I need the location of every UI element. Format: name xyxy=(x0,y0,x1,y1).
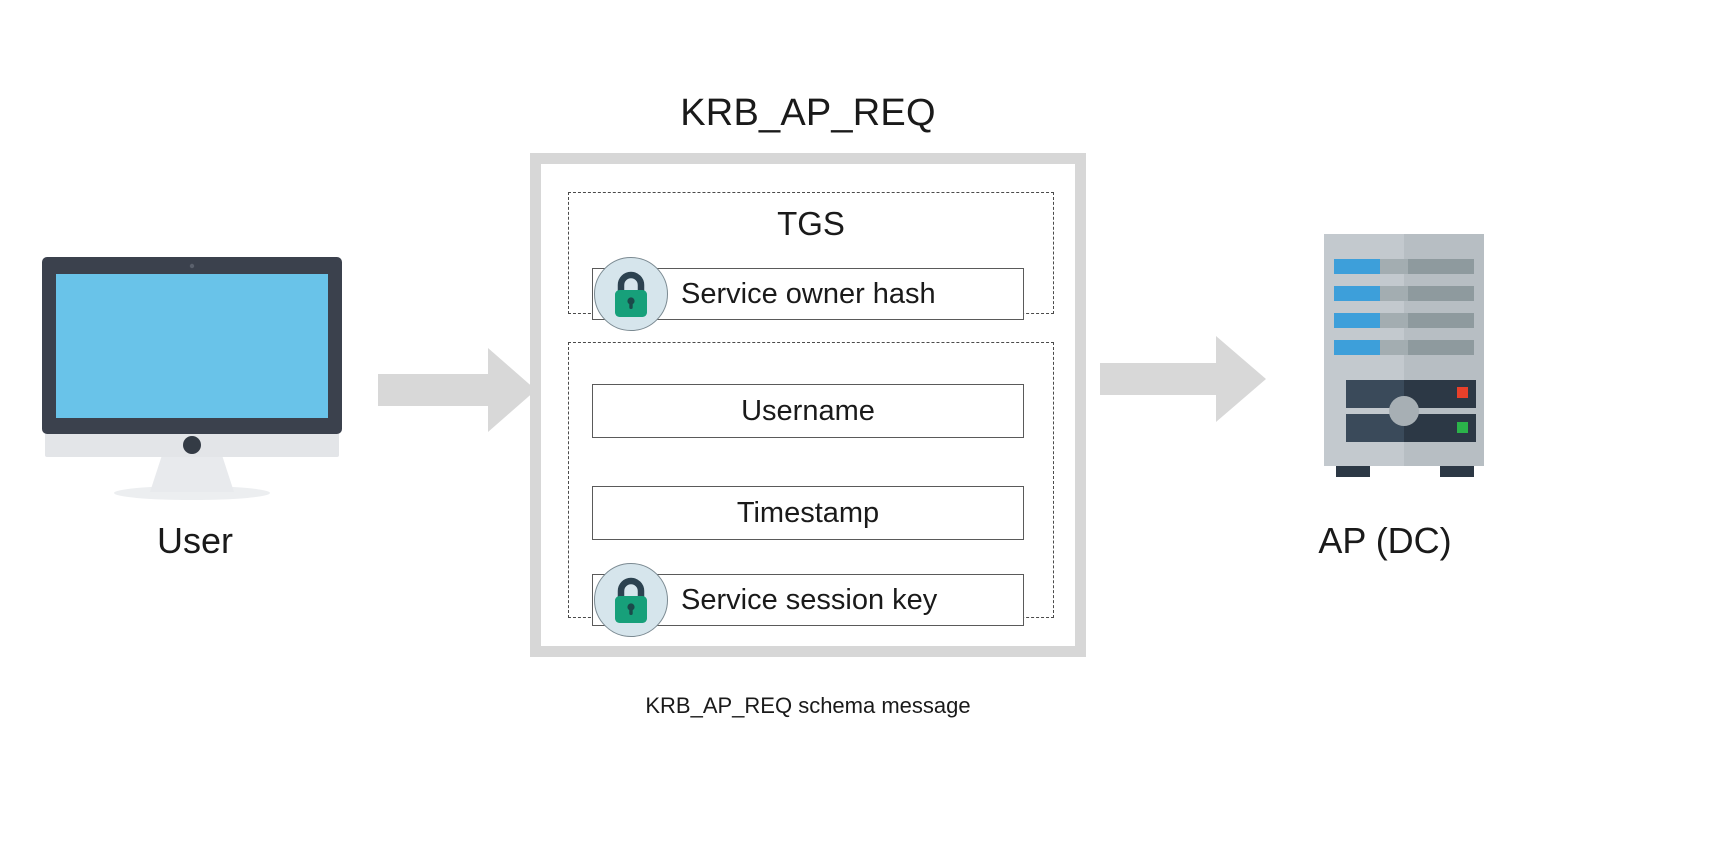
lock-icon xyxy=(594,563,668,637)
lock-icon xyxy=(594,257,668,331)
arrow-right-icon xyxy=(1100,336,1266,422)
desktop-monitor-icon xyxy=(42,257,342,507)
packet-field-label: Service owner hash xyxy=(681,277,936,310)
packet-field-label: Timestamp xyxy=(736,496,880,529)
actor-label-ap-dc: AP (DC) xyxy=(1318,520,1452,561)
actor-label-user: User xyxy=(156,520,233,561)
packet-field-label: Username xyxy=(741,394,875,427)
diagram-caption: KRB_AP_REQ schema message xyxy=(645,693,971,718)
arrow-right-icon xyxy=(378,348,536,432)
packet-field-timestamp: Timestamp xyxy=(592,486,1024,540)
page-title: KRB_AP_REQ xyxy=(680,92,936,134)
packet-field-username: Username xyxy=(592,384,1024,438)
packet-field-label: Service session key xyxy=(681,583,938,616)
server-tower-icon xyxy=(1318,234,1490,489)
packet-section-label-tgs: TGS xyxy=(777,205,845,242)
